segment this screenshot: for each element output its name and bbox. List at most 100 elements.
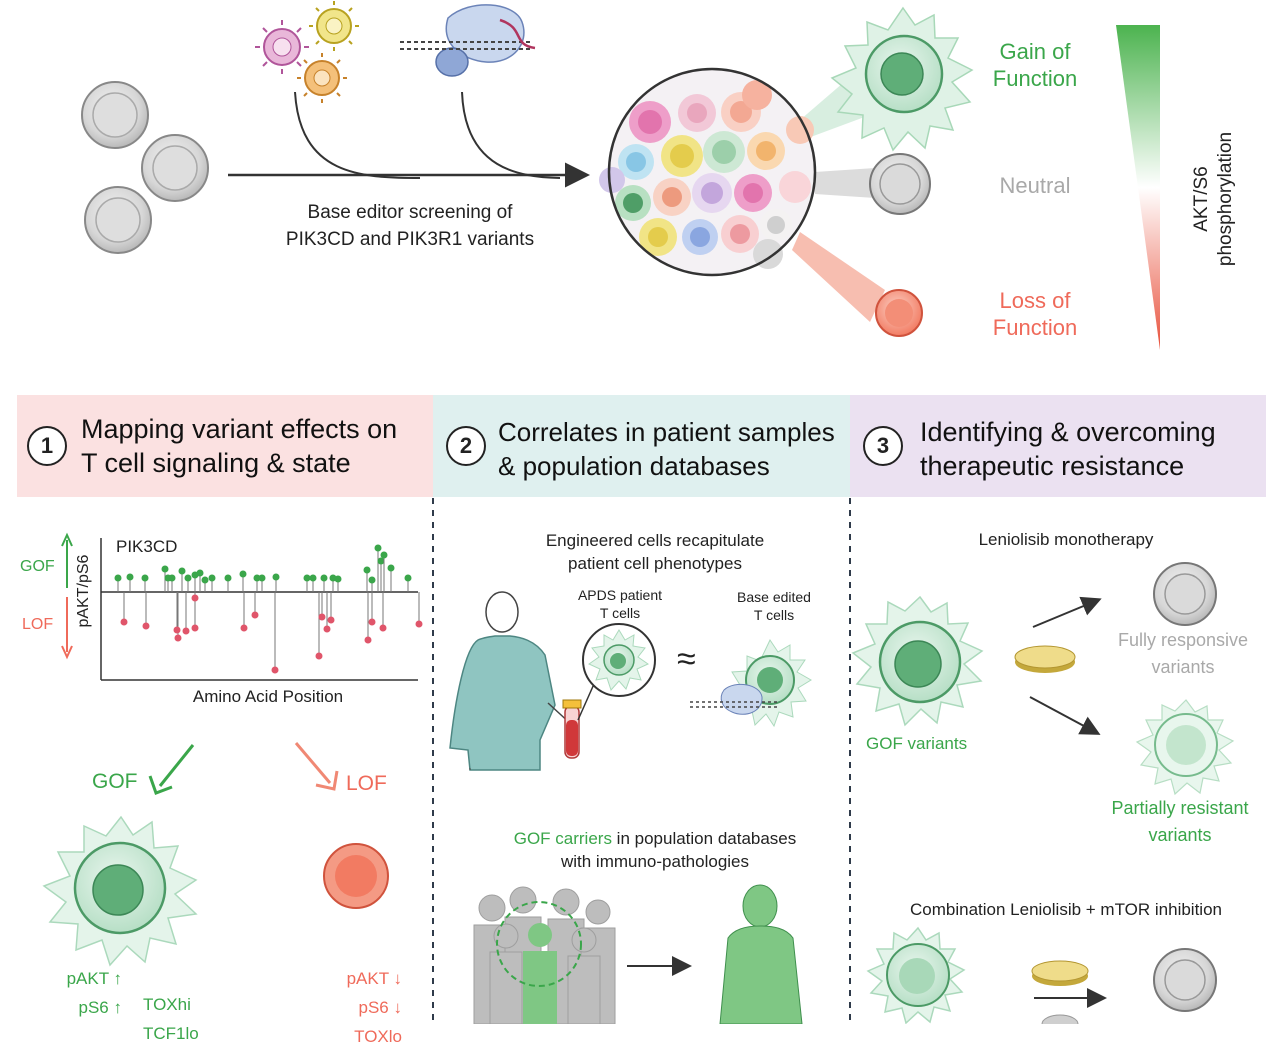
gof-marker-ps6: pS6 ↑ [78,998,122,1017]
population-caption-rest: in population databases [611,829,797,848]
gof-variant-point [184,574,192,582]
partially-resistant-line-2: variants [1148,825,1212,845]
apds-t-cell-zoom-icon [582,623,656,697]
apds-label-line-1: APDS patient [577,587,663,603]
phosphorylation-axis-label: AKT/S6 phosphorylation [1190,109,1238,289]
loss-label-line-1: Loss of [999,288,1071,313]
lof-variant-point [271,666,279,674]
panel-1-title: Mapping variant effects on T cell signal… [81,412,397,480]
engineered-caption-line-1: Engineered cells recapitulate [545,531,765,550]
lof-variant-point [191,594,199,602]
loss-of-function-label: Loss of Function [965,287,1105,341]
panel-3-title-line-2: therapeutic resistance [920,451,1185,481]
lof-beam [792,232,885,322]
gof-variant-point [224,574,232,582]
lentivirus-icon [309,1,359,51]
lof-variant-point [368,618,376,626]
gof-variant-point [239,570,247,578]
panel-2-title: Correlates in patient samples & populati… [498,415,835,483]
screening-label-line-2: PIK3CD and PIK3R1 variants [285,229,535,250]
base-edited-label: Base edited T cells [714,588,834,624]
responsive-t-cell-icon [1153,948,1217,1012]
gain-label-line-2: Function [992,66,1078,91]
diagram-graphics [17,1,1266,1024]
lof-arrow [294,742,332,784]
gof-spiky-t-cell-icon [851,595,984,727]
phos-label-line-1: AKT/S6 [1191,166,1212,232]
population-crowd-icon [473,886,616,1024]
lof-t-cell-icon [323,843,389,909]
panel-3-header-bg [850,395,1266,497]
gof-variant-point [334,575,342,583]
gof-spiky-t-cell-icon [830,6,974,152]
gof-spiky-t-cell-icon [866,926,966,1024]
leniolisib-pill-icon [1031,960,1089,986]
panel-2-title-line-2: & population databases [498,451,770,481]
carrier-highlight-circle [496,901,582,987]
lof-variant-point [173,626,181,634]
base-edited-t-cell-icon [690,638,812,728]
base-edited-label-line-1: Base edited [737,589,811,605]
plot-lof-axis-label: LOF [22,616,54,633]
gof-carrier-figure-icon [719,884,803,1024]
panel-1-header-bg [17,395,433,497]
gof-variant-point [374,544,382,552]
grey-t-cell-icon [81,81,149,149]
phosphorylation-gradient [1116,25,1160,350]
gof-carriers-highlight: GOF carriers [513,829,612,848]
gof-variant-point [380,551,388,559]
lof-variant-point [191,624,199,632]
lof-marker-ps6: pS6 ↓ [358,998,402,1017]
lof-variant-point [327,616,335,624]
approx-symbol: ≈ [677,640,696,678]
panel-2-header-bg [433,395,850,497]
gof-spiky-t-cell-icon [42,815,198,967]
fully-responsive-t-cell-icon [1153,562,1217,626]
patient-figure-icon [449,591,603,770]
lentivirus-icon [255,20,309,74]
gof-variant-point [196,569,204,577]
gof-variant-point [201,576,209,584]
loss-label-line-2: Function [992,315,1078,340]
panel-2-number: 2 [446,426,486,466]
gof-variant-point [114,574,122,582]
gof-arrow [158,744,195,787]
panel-1-title-line-2: T cell signaling & state [81,448,351,478]
gof-variant-point [303,574,311,582]
panel-3-title-line-1: Identifying & overcoming [920,417,1216,447]
gof-variant-point [309,574,317,582]
gof-variant-point [387,564,395,572]
neutral-beam [815,168,875,198]
gof-state-markers: TOXhi TCF1lo [143,990,199,1048]
lof-branch-label: LOF [346,772,387,795]
combination-title: Combination Leniolisib + mTOR inhibition [910,900,1222,919]
engineered-cells-caption: Engineered cells recapitulate patient ce… [500,529,810,575]
lof-variant-point [415,620,423,628]
gof-state-tox: TOXhi [143,995,191,1014]
phos-label-line-2: phosphorylation [1215,131,1236,267]
lof-variant-point [240,624,248,632]
apds-label-line-2: T cells [599,605,641,621]
lof-t-cell-icon [875,289,923,337]
gof-variant-point [178,567,186,575]
fully-responsive-line-1: Fully responsive [1117,630,1249,650]
lof-state-tox: TOXlo [354,1027,402,1046]
lof-variant-point [174,634,182,642]
lentivirus-icon [297,53,347,103]
gof-variant-point [320,574,328,582]
neutral-t-cell-icon [869,153,931,215]
resistant-arrow [1029,696,1101,735]
leniolisib-pill-icon [1014,645,1076,673]
gof-variant-point [404,574,412,582]
panel-2-title-line-1: Correlates in patient samples [498,417,835,447]
partially-resistant-label: Partially resistant variants [1096,795,1264,849]
base-edited-label-line-2: T cells [753,607,795,623]
fully-responsive-label: Fully responsive variants [1100,627,1266,681]
lof-variant-point [364,636,372,644]
gof-state-tcf1: TCF1lo [143,1024,199,1043]
gof-branch-label: GOF [92,770,138,793]
gain-label-line-1: Gain of [999,39,1071,64]
gof-variant-point [272,573,280,581]
neutral-label: Neutral [999,173,1071,198]
gain-of-function-label: Gain of Function [965,38,1105,92]
